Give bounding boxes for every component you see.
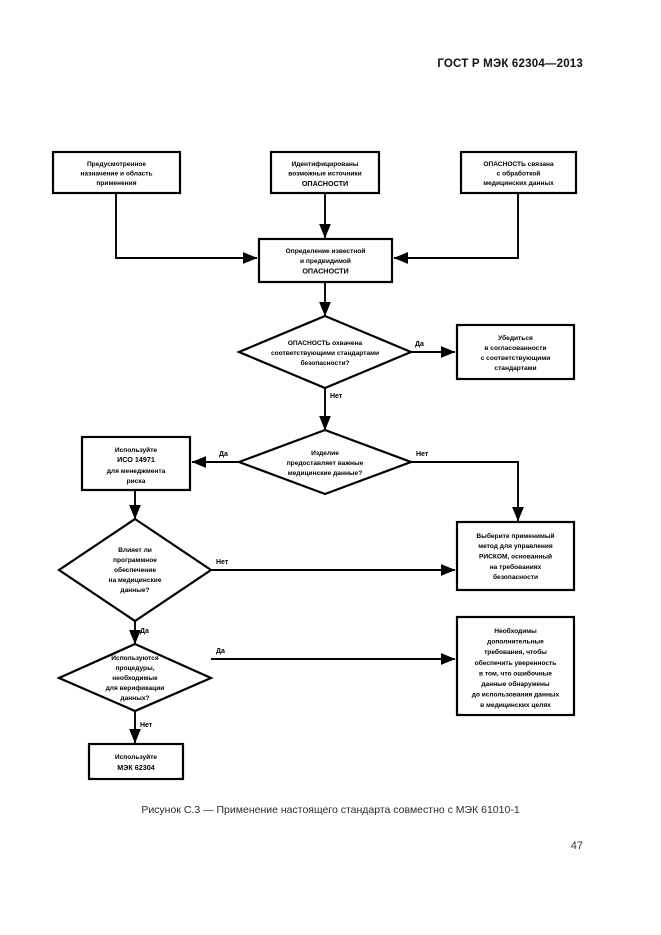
node-determine-hazard-line-3: ОПАСНОСТИ <box>302 266 348 275</box>
figure-caption: Рисунок С.3 — Применение настоящего стан… <box>141 804 520 816</box>
node-affects-line-4: на медицинские <box>108 577 161 584</box>
node-iso-line-1: Используйте <box>115 446 158 454</box>
edge-label-verify-no: Нет <box>140 722 153 729</box>
node-hazard-sources-line-1: Идентифицированы <box>291 161 358 168</box>
flowchart-diagram: Да Нет Да Нет Нет Да Да Нет Предусмотрен… <box>51 150 578 781</box>
node-use-iso-14971: Используйте ИСО 14971 для менеджмента ри… <box>80 435 192 492</box>
node-covered-line-1: ОПАСНОСТЬ охвачена <box>288 340 363 347</box>
node-ensure-compliance-line-2: в согласованности <box>484 345 546 352</box>
node-intended-use-line-2: назначение и область <box>80 169 152 177</box>
node-provides-medical-data: Изделие предоставляет важные медицинские… <box>235 428 415 496</box>
node-covered-line-3: безопасности? <box>300 359 349 367</box>
node-verify-line-5: данных? <box>120 695 149 702</box>
node-covered-by-standards: ОПАСНОСТЬ охвачена соответствующими стан… <box>236 314 414 390</box>
node-verification-procedures: Используются процедуры, необходимые для … <box>56 642 214 713</box>
node-intended-use-line-1: Предусмотренное <box>87 161 146 168</box>
node-affects-line-5: данные? <box>120 587 149 594</box>
edges-layer <box>115 193 524 744</box>
node-provides-data-line-1: Изделие <box>311 450 339 457</box>
node-hazard-data-line-3: медицинских данных <box>483 180 554 187</box>
edge-hazard-data-to-determine <box>393 193 519 264</box>
edge-intended-use-to-determine <box>115 193 258 264</box>
node-verify-line-2: процедуры, <box>115 665 154 672</box>
node-software-affects-data: Влияет ли программное обеспечение на мед… <box>57 517 213 623</box>
node-additional-line-3: требования, чтобы <box>484 648 547 656</box>
node-determine-hazard: Определение известной и предвидимой ОПАС… <box>257 237 394 284</box>
node-iso-line-3: для менеджмента <box>107 468 166 475</box>
edge-label-affects-no: Нет <box>216 559 229 566</box>
edge-label-covered-no: Нет <box>330 393 343 400</box>
page-number: 47 <box>570 840 583 852</box>
node-iso-line-4: риска <box>127 478 146 485</box>
node-provides-data-line-2: предоставляет важные <box>287 460 364 467</box>
node-additional-line-7: до использования данных <box>472 691 560 698</box>
node-ensure-compliance: Убедиться в согласованности с соответств… <box>455 323 576 381</box>
node-verify-line-4: для верификации <box>106 685 165 692</box>
node-hazard-sources: Идентифицированы возможные источники ОПА… <box>269 150 381 195</box>
node-covered-line-2: соответствующими стандартами <box>271 350 379 357</box>
node-risk-method-line-3: РИСКОМ, основанный <box>479 552 552 560</box>
document-header: ГОСТ Р МЭК 62304—2013 <box>437 58 583 70</box>
node-additional-line-1: Необходимы <box>494 627 537 635</box>
node-hazard-data: ОПАСНОСТЬ связана с обработкой медицинск… <box>459 150 578 195</box>
node-hazard-data-line-1: ОПАСНОСТЬ связана <box>483 161 554 168</box>
edge-labels-layer: Да Нет Да Нет Нет Да Да Нет <box>140 341 429 729</box>
node-verify-line-1: Используются <box>111 655 159 662</box>
node-risk-method-line-1: Выберите применимый <box>476 532 554 540</box>
node-ensure-compliance-line-1: Убедиться <box>498 334 533 342</box>
node-iso-line-2: ИСО 14971 <box>117 455 155 464</box>
node-additional-line-2: дополнительные <box>487 638 544 645</box>
node-additional-requirements: Необходимы дополнительные требования, чт… <box>455 615 576 717</box>
node-hazard-data-line-2: с обработкой <box>497 169 541 177</box>
node-select-risk-method: Выберите применимый метод для управления… <box>455 520 576 592</box>
node-determine-hazard-line-2: и предвидимой <box>300 257 351 265</box>
node-risk-method-line-2: метод для управления <box>478 543 553 550</box>
edge-label-covered-yes: Да <box>415 341 424 348</box>
node-iec-line-1: Используйте <box>115 753 158 761</box>
node-affects-line-3: обеспечение <box>114 566 156 574</box>
node-determine-hazard-line-1: Определение известной <box>286 247 366 255</box>
node-use-iec-62304: Используйте МЭК 62304 <box>87 742 185 781</box>
node-risk-method-line-5: безопасности <box>493 573 538 581</box>
node-provides-data-line-3: медицинские данные? <box>288 470 363 477</box>
node-additional-line-4: обеспечить уверенность <box>475 659 557 667</box>
node-affects-line-2: программное <box>113 557 157 564</box>
node-verify-line-3: необходимые <box>112 674 158 682</box>
node-hazard-sources-line-3: ОПАСНОСТИ <box>302 179 348 188</box>
edge-label-affects-yes: Да <box>140 628 149 635</box>
node-intended-use-line-3: применения <box>96 180 136 187</box>
edge-label-verify-yes: Да <box>216 648 225 655</box>
node-additional-line-5: в том, что ошибочные <box>479 669 552 677</box>
edge-label-data-yes: Да <box>219 451 228 458</box>
node-intended-use: Предусмотренное назначение и область при… <box>51 150 182 195</box>
node-affects-line-1: Влияет ли <box>118 547 152 554</box>
node-ensure-compliance-line-4: стандартами <box>494 365 536 372</box>
node-additional-line-6: данные обнаружены <box>481 680 550 688</box>
edge-label-data-no: Нет <box>416 451 429 458</box>
node-ensure-compliance-line-3: с соответствующими <box>481 355 551 362</box>
node-iec-line-2: МЭК 62304 <box>117 763 154 772</box>
node-risk-method-line-4: на требованиях <box>490 563 542 571</box>
node-hazard-sources-line-2: возможные источники <box>288 170 361 177</box>
edge-data-no-to-risk-method <box>411 461 524 522</box>
node-additional-line-8: в медицинских целях <box>480 702 551 709</box>
